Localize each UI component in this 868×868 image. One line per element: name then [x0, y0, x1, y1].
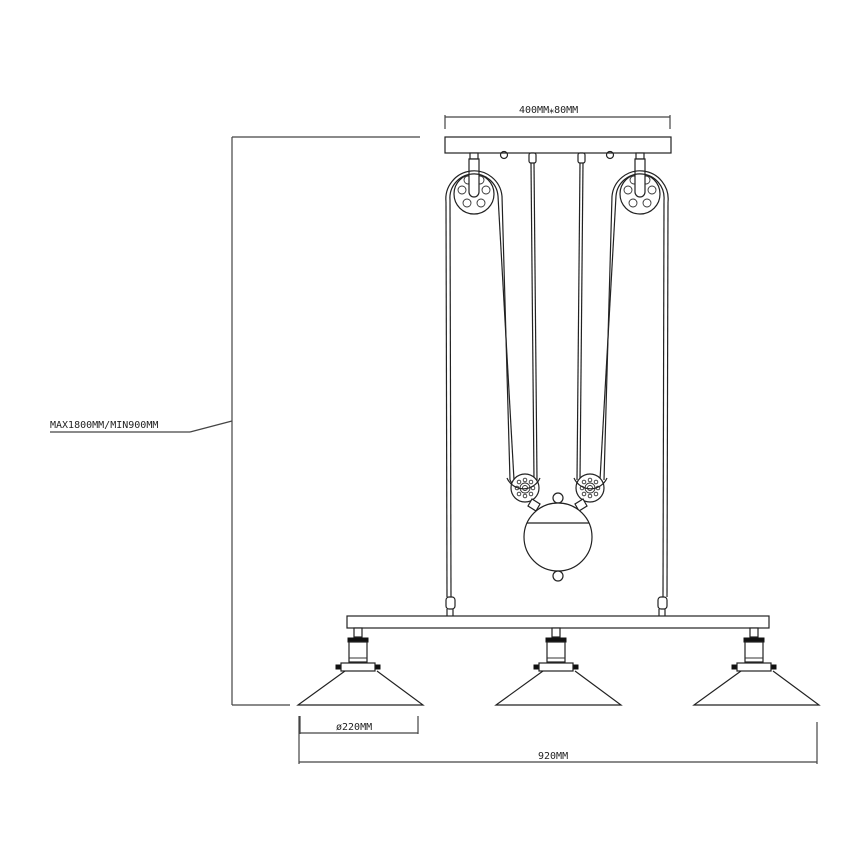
counterweight — [523, 492, 593, 582]
total-width-label: 920MM — [538, 751, 569, 762]
total-width-dimension-line — [298, 716, 818, 764]
pulley-top-left — [445, 152, 503, 215]
canopy-dimension-label: 400MM⁎80MM — [519, 105, 579, 116]
height-dimension-line — [50, 136, 420, 706]
center-cord-connectors — [528, 152, 586, 481]
shade-diameter-dimension-line — [299, 716, 419, 734]
lamp-shade-right — [692, 627, 821, 706]
ceiling-canopy — [444, 136, 672, 154]
shade-diameter-label: ø220MM — [336, 722, 373, 733]
pulley-top-right — [611, 152, 669, 215]
bar-cord-connectors — [445, 596, 668, 616]
canopy-holes — [499, 150, 615, 160]
horizontal-bar — [346, 615, 770, 629]
height-range-label: MAX1800MM/MIN900MM — [50, 420, 159, 431]
lamp-shade-left — [296, 627, 425, 706]
pulley-bottom-right — [573, 473, 608, 512]
pulley-bottom-left — [506, 473, 541, 512]
pulley-cords — [445, 195, 669, 598]
canopy-dimension-line — [444, 115, 671, 129]
lamp-shade-center — [494, 627, 623, 706]
